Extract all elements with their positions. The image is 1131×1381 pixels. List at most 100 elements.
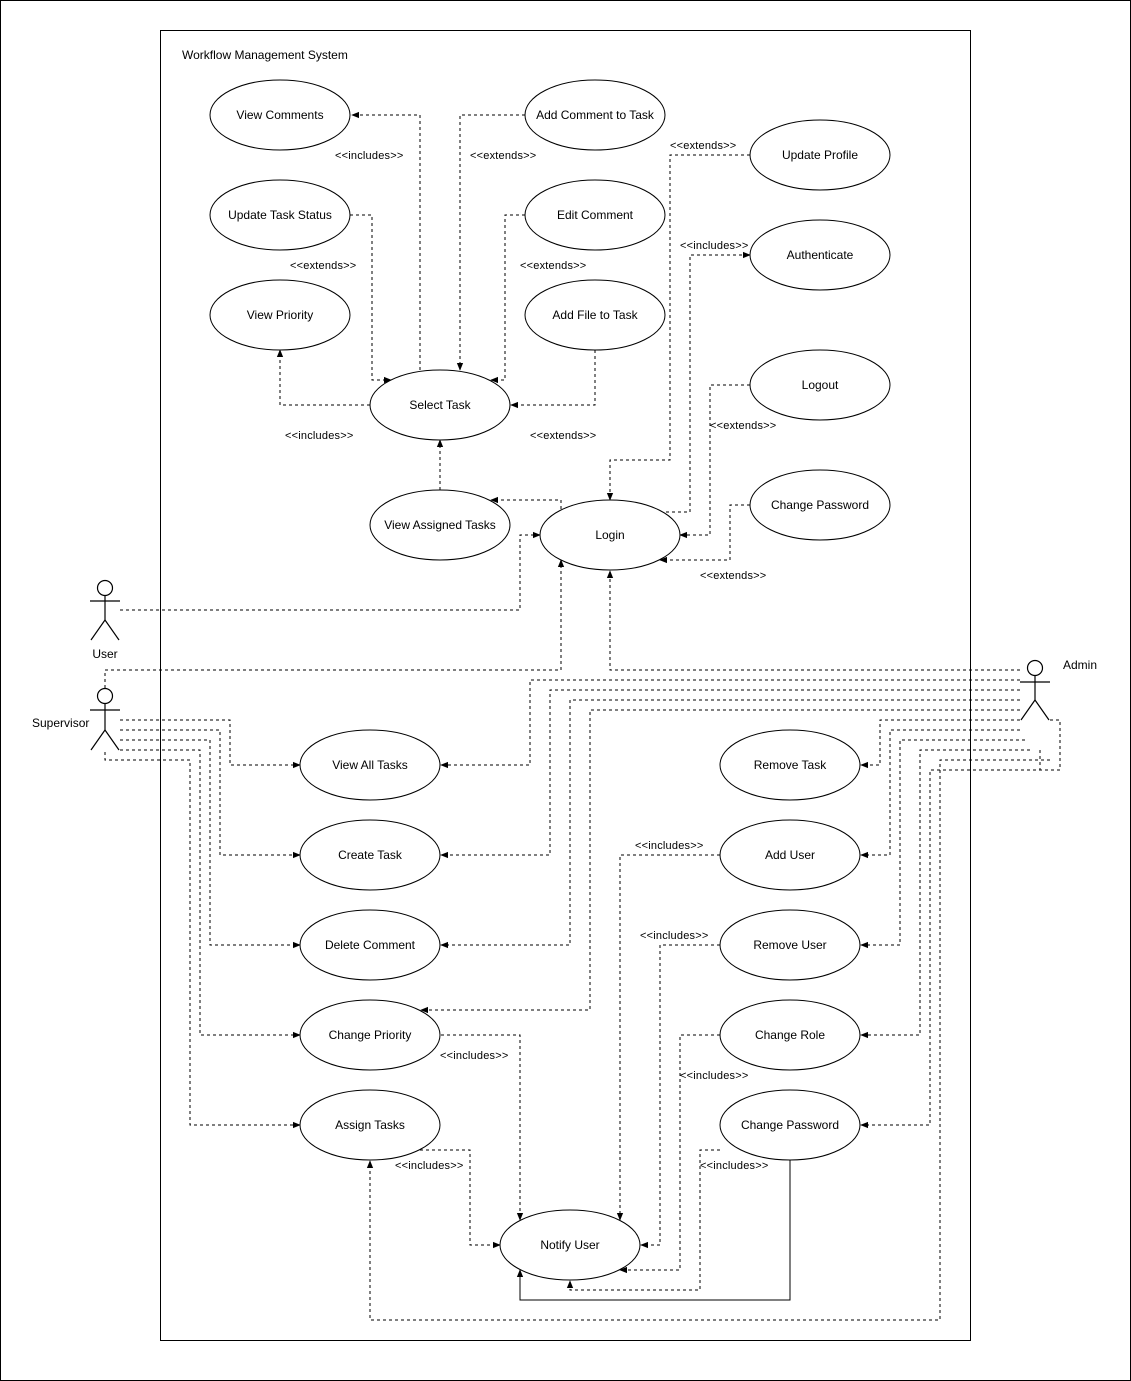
use-case-label: View Priority [247,308,313,322]
edge-admin-view-all [440,679,1020,769]
use-case-label: Add File to Task [552,308,638,322]
actor-admin[interactable]: Admin [1020,658,1097,721]
use-case-label: Authenticate [787,248,854,262]
label-change-role-includes: <<includes>> [680,1070,748,1082]
stick-figure-icon [90,579,120,641]
use-case-view-assigned-tasks[interactable]: View Assigned Tasks [369,489,511,561]
edge-admin-change-password [860,750,1041,1129]
use-case-label: Remove User [753,938,826,952]
edge-add-comment-select [456,114,525,371]
edge-edit-comment-select [490,214,525,384]
use-case-change-password-top[interactable]: Change Password [749,469,891,541]
label-update-status-extends: <<extends>> [290,260,356,272]
use-case-assign-tasks[interactable]: Assign Tasks [299,1089,441,1161]
label-change-priority-includes: <<includes>> [440,1050,508,1062]
use-case-edit-comment[interactable]: Edit Comment [524,179,666,251]
use-case-label: Add User [765,848,815,862]
use-case-view-priority[interactable]: View Priority [209,279,351,351]
edge-remove-user-notify [640,944,720,1249]
stick-figure-icon [1020,659,1050,721]
use-case-label: Delete Comment [325,938,416,952]
use-case-add-file-to-task[interactable]: Add File to Task [524,279,666,351]
label-add-comment-extends: <<extends>> [470,150,536,162]
use-case-view-comments[interactable]: View Comments [209,79,351,151]
edge-add-file-select [510,350,596,409]
edge-select-view-comments [351,111,421,370]
label-change-password-extends: <<extends>> [700,570,766,582]
edge-admin-create-task [440,689,1020,859]
label-edit-comment-extends: <<extends>> [520,260,586,272]
use-cases: View Comments Add Comment to Task Update… [209,79,891,1281]
use-case-remove-task[interactable]: Remove Task [719,729,861,801]
edge-admin-remove-user [860,739,1025,949]
use-case-label: Change Password [741,1118,839,1132]
edge-login-view-assigned [490,496,562,515]
use-case-label: Update Profile [782,148,858,162]
use-case-label: Change Role [755,1028,825,1042]
edge-change-password-login [659,504,750,564]
use-case-label: Login [595,528,624,542]
use-case-label: Select Task [409,398,471,412]
use-case-add-comment-to-task[interactable]: Add Comment to Task [524,79,666,151]
edge-admin-change-role [860,749,1030,1039]
use-case-change-priority[interactable]: Change Priority [299,999,441,1071]
actor-user[interactable]: User [90,579,120,662]
use-case-update-profile[interactable]: Update Profile [749,119,891,191]
edge-admin-change-password-notify [566,1149,720,1291]
label-authenticate-includes: <<includes>> [680,240,748,252]
edge-add-user-notify [616,854,720,1221]
edge-admin-remove-task [860,719,1020,769]
edge-supervisor-create-task [120,729,301,859]
edge-change-role-notify [619,1034,720,1274]
relation-labels: <<includes>> <<extends>> <<extends>> <<i… [285,140,776,1172]
use-case-logout[interactable]: Logout [749,349,891,421]
use-case-label: Add Comment to Task [536,108,655,122]
use-case-label: Change Password [771,498,869,512]
use-case-label: Edit Comment [557,208,634,222]
label-view-comments-includes: <<includes>> [335,150,403,162]
use-case-label: View Assigned Tasks [384,518,496,532]
actor-label: Supervisor [32,716,89,730]
use-case-change-role[interactable]: Change Role [719,999,861,1071]
edge-logout-login [679,384,750,539]
use-case-view-all-tasks[interactable]: View All Tasks [299,729,441,801]
actor-supervisor[interactable]: Supervisor [32,687,120,751]
actor-label: Admin [1063,658,1097,672]
use-case-label: View All Tasks [332,758,408,772]
use-case-add-user[interactable]: Add User [719,819,861,891]
label-add-file-extends: <<extends>> [530,430,596,442]
use-case-create-task[interactable]: Create Task [299,819,441,891]
edge-admin-delete-comment [440,699,1020,949]
use-case-delete-comment[interactable]: Delete Comment [299,909,441,981]
system-title: Workflow Management System [182,48,348,62]
edge-admin-login [606,570,1020,671]
edge-user-login [120,531,541,611]
edge-supervisor-login [104,559,565,688]
edge-update-status-select [350,214,392,384]
connectors [104,111,1061,1321]
actor-label: User [92,647,117,661]
edge-assign-tasks-notify [420,1149,501,1249]
label-update-profile-extends: <<extends>> [670,140,736,152]
use-case-label: Remove Task [754,758,827,772]
edge-supervisor-view-all [120,719,301,769]
use-case-update-task-status[interactable]: Update Task Status [209,179,351,251]
use-case-change-password-admin[interactable]: Change Password [719,1089,861,1161]
use-case-login[interactable]: Login [539,499,681,571]
label-remove-user-includes: <<includes>> [640,930,708,942]
use-case-label: Update Task Status [228,208,332,222]
use-case-label: Assign Tasks [335,1118,405,1132]
use-case-select-task[interactable]: Select Task [369,369,511,441]
edge-supervisor-change-priority [120,749,301,1039]
edge-admin-add-user [860,729,1020,859]
use-case-authenticate[interactable]: Authenticate [749,219,891,291]
use-case-remove-user[interactable]: Remove User [719,909,861,981]
use-case-label: View Comments [236,108,323,122]
use-case-notify-user[interactable]: Notify User [499,1209,641,1281]
edge-change-password-solid-notify [516,1160,791,1301]
label-view-priority-includes: <<includes>> [285,430,353,442]
system-boundary [160,30,971,1341]
edge-login-authenticate [660,251,751,513]
label-add-user-includes: <<includes>> [635,840,703,852]
